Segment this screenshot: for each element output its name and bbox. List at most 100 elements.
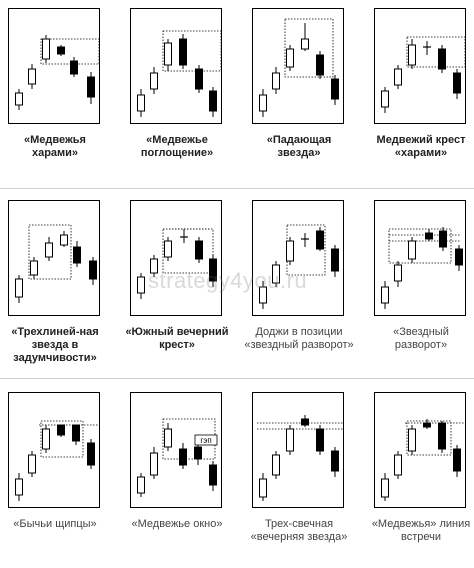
candlestick-svg <box>381 419 465 501</box>
bearish-candle <box>194 443 202 465</box>
bearish-candle <box>72 424 80 445</box>
gap-label: гэп <box>200 436 211 445</box>
pattern-caption: «Медвежья» линия встречи <box>371 518 471 543</box>
bearish-candle <box>87 72 95 104</box>
bullish-candle <box>272 67 280 94</box>
bullish-candle <box>164 237 172 261</box>
pattern-highlight-box <box>406 36 466 68</box>
bearish-candle <box>316 227 324 251</box>
bullish-candle <box>286 45 294 71</box>
candlestick-svg: гэп <box>137 418 218 497</box>
bullish-candle <box>381 281 389 309</box>
bearish-candle <box>301 415 309 427</box>
pattern-caption: «Бычьи щипцы» <box>13 518 97 530</box>
pattern-caption: «Звездный разворот» <box>393 326 449 351</box>
pattern-caption: «Медвежье поглощение» <box>140 134 214 159</box>
candlestick-svg <box>15 420 99 501</box>
pattern-p8: «Звездный разворот» <box>366 200 474 376</box>
gap-label-box <box>194 434 218 446</box>
pattern-frame <box>252 200 344 316</box>
bullish-candle <box>381 473 389 501</box>
pattern-frame <box>374 8 466 124</box>
bullish-candle <box>137 89 145 117</box>
bullish-candle <box>408 237 416 263</box>
doji-candle <box>301 233 309 247</box>
pattern-caption: «Медвежья харами» <box>24 134 86 159</box>
pattern-frame <box>252 392 344 508</box>
bearish-candle <box>195 237 203 263</box>
bullish-candle <box>150 447 158 479</box>
pattern-frame <box>8 200 100 316</box>
bearish-candle <box>57 45 65 56</box>
watermark-text: strategy4you.ru <box>148 268 308 293</box>
bullish-candle <box>45 237 53 261</box>
pattern-frame <box>130 8 222 124</box>
bearish-candle <box>423 419 431 429</box>
bullish-candle <box>137 273 145 299</box>
bearish-candle <box>209 255 217 287</box>
bullish-candle <box>15 89 23 110</box>
bullish-candle <box>408 39 416 69</box>
bullish-candle <box>15 473 23 501</box>
bullish-candle <box>272 261 280 287</box>
candlestick-svg <box>381 36 466 113</box>
candlestick-svg <box>137 30 222 117</box>
pattern-caption: Медвежий крест «харами» <box>376 134 466 159</box>
row-separator <box>0 378 474 379</box>
bearish-candle <box>73 241 81 267</box>
bearish-candle <box>179 443 187 469</box>
pattern-frame <box>8 392 100 508</box>
bearish-candle <box>438 421 446 453</box>
bearish-candle <box>455 245 463 271</box>
candlestick-patterns-grid: «Медвежья харами» «Медвежье поглощение» «П… <box>0 8 474 543</box>
pattern-p9: «Бычьи щипцы» <box>0 392 118 568</box>
bullish-candle <box>137 473 145 497</box>
bearish-candle <box>316 425 324 455</box>
pattern-highlight-box <box>28 224 72 280</box>
bearish-candle <box>425 229 433 241</box>
bullish-candle <box>394 261 402 287</box>
row-separator <box>0 188 474 189</box>
bullish-candle <box>15 275 23 303</box>
pattern-caption: «Падающая звезда» <box>266 134 332 159</box>
bullish-candle <box>42 35 50 63</box>
pattern-p1: «Медвежья харами» <box>0 8 118 184</box>
candlestick-svg <box>15 35 100 110</box>
pattern-frame <box>130 200 222 316</box>
bearish-candle <box>209 87 217 117</box>
bearish-candle <box>209 461 217 491</box>
bearish-candle <box>453 445 461 477</box>
bearish-candle <box>331 245 339 277</box>
bullish-candle <box>42 425 50 453</box>
doji-candle <box>423 41 431 55</box>
pattern-p10: гэп«Медвежье окно» <box>122 392 240 568</box>
pattern-frame <box>374 200 466 316</box>
candlestick-svg <box>381 227 463 309</box>
pattern-p3: «Падающая звезда» <box>244 8 362 184</box>
pattern-p2: «Медвежье поглощение» <box>122 8 240 184</box>
candlestick-svg <box>257 415 343 501</box>
pattern-caption: Трех-свечная «вечерняя звезда» <box>250 518 348 543</box>
pattern-highlight-box <box>406 420 452 456</box>
bullish-candle <box>394 451 402 479</box>
bearish-candle <box>89 257 97 285</box>
pattern-p7: Доджи в позиции «звездный разворот» <box>244 200 362 376</box>
pattern-p5: «Трехлиней-ная звезда в задумчивости» <box>0 200 118 376</box>
pattern-highlight-box <box>284 18 334 78</box>
pattern-highlight-box <box>40 420 84 458</box>
bullish-candle <box>259 89 267 117</box>
bearish-candle <box>57 424 65 437</box>
bullish-candle <box>381 87 389 113</box>
bullish-candle <box>150 255 158 277</box>
pattern-frame <box>374 392 466 508</box>
candlestick-svg <box>259 224 339 309</box>
bullish-candle <box>60 231 68 247</box>
bearish-candle <box>87 439 95 469</box>
bearish-candle <box>438 45 446 73</box>
bullish-candle <box>301 23 309 51</box>
pattern-frame <box>252 8 344 124</box>
candlestick-svg <box>259 18 339 117</box>
bearish-candle <box>331 447 339 477</box>
candlestick-svg <box>137 228 217 299</box>
pattern-caption: «Южный вечерний крест» <box>125 326 229 351</box>
